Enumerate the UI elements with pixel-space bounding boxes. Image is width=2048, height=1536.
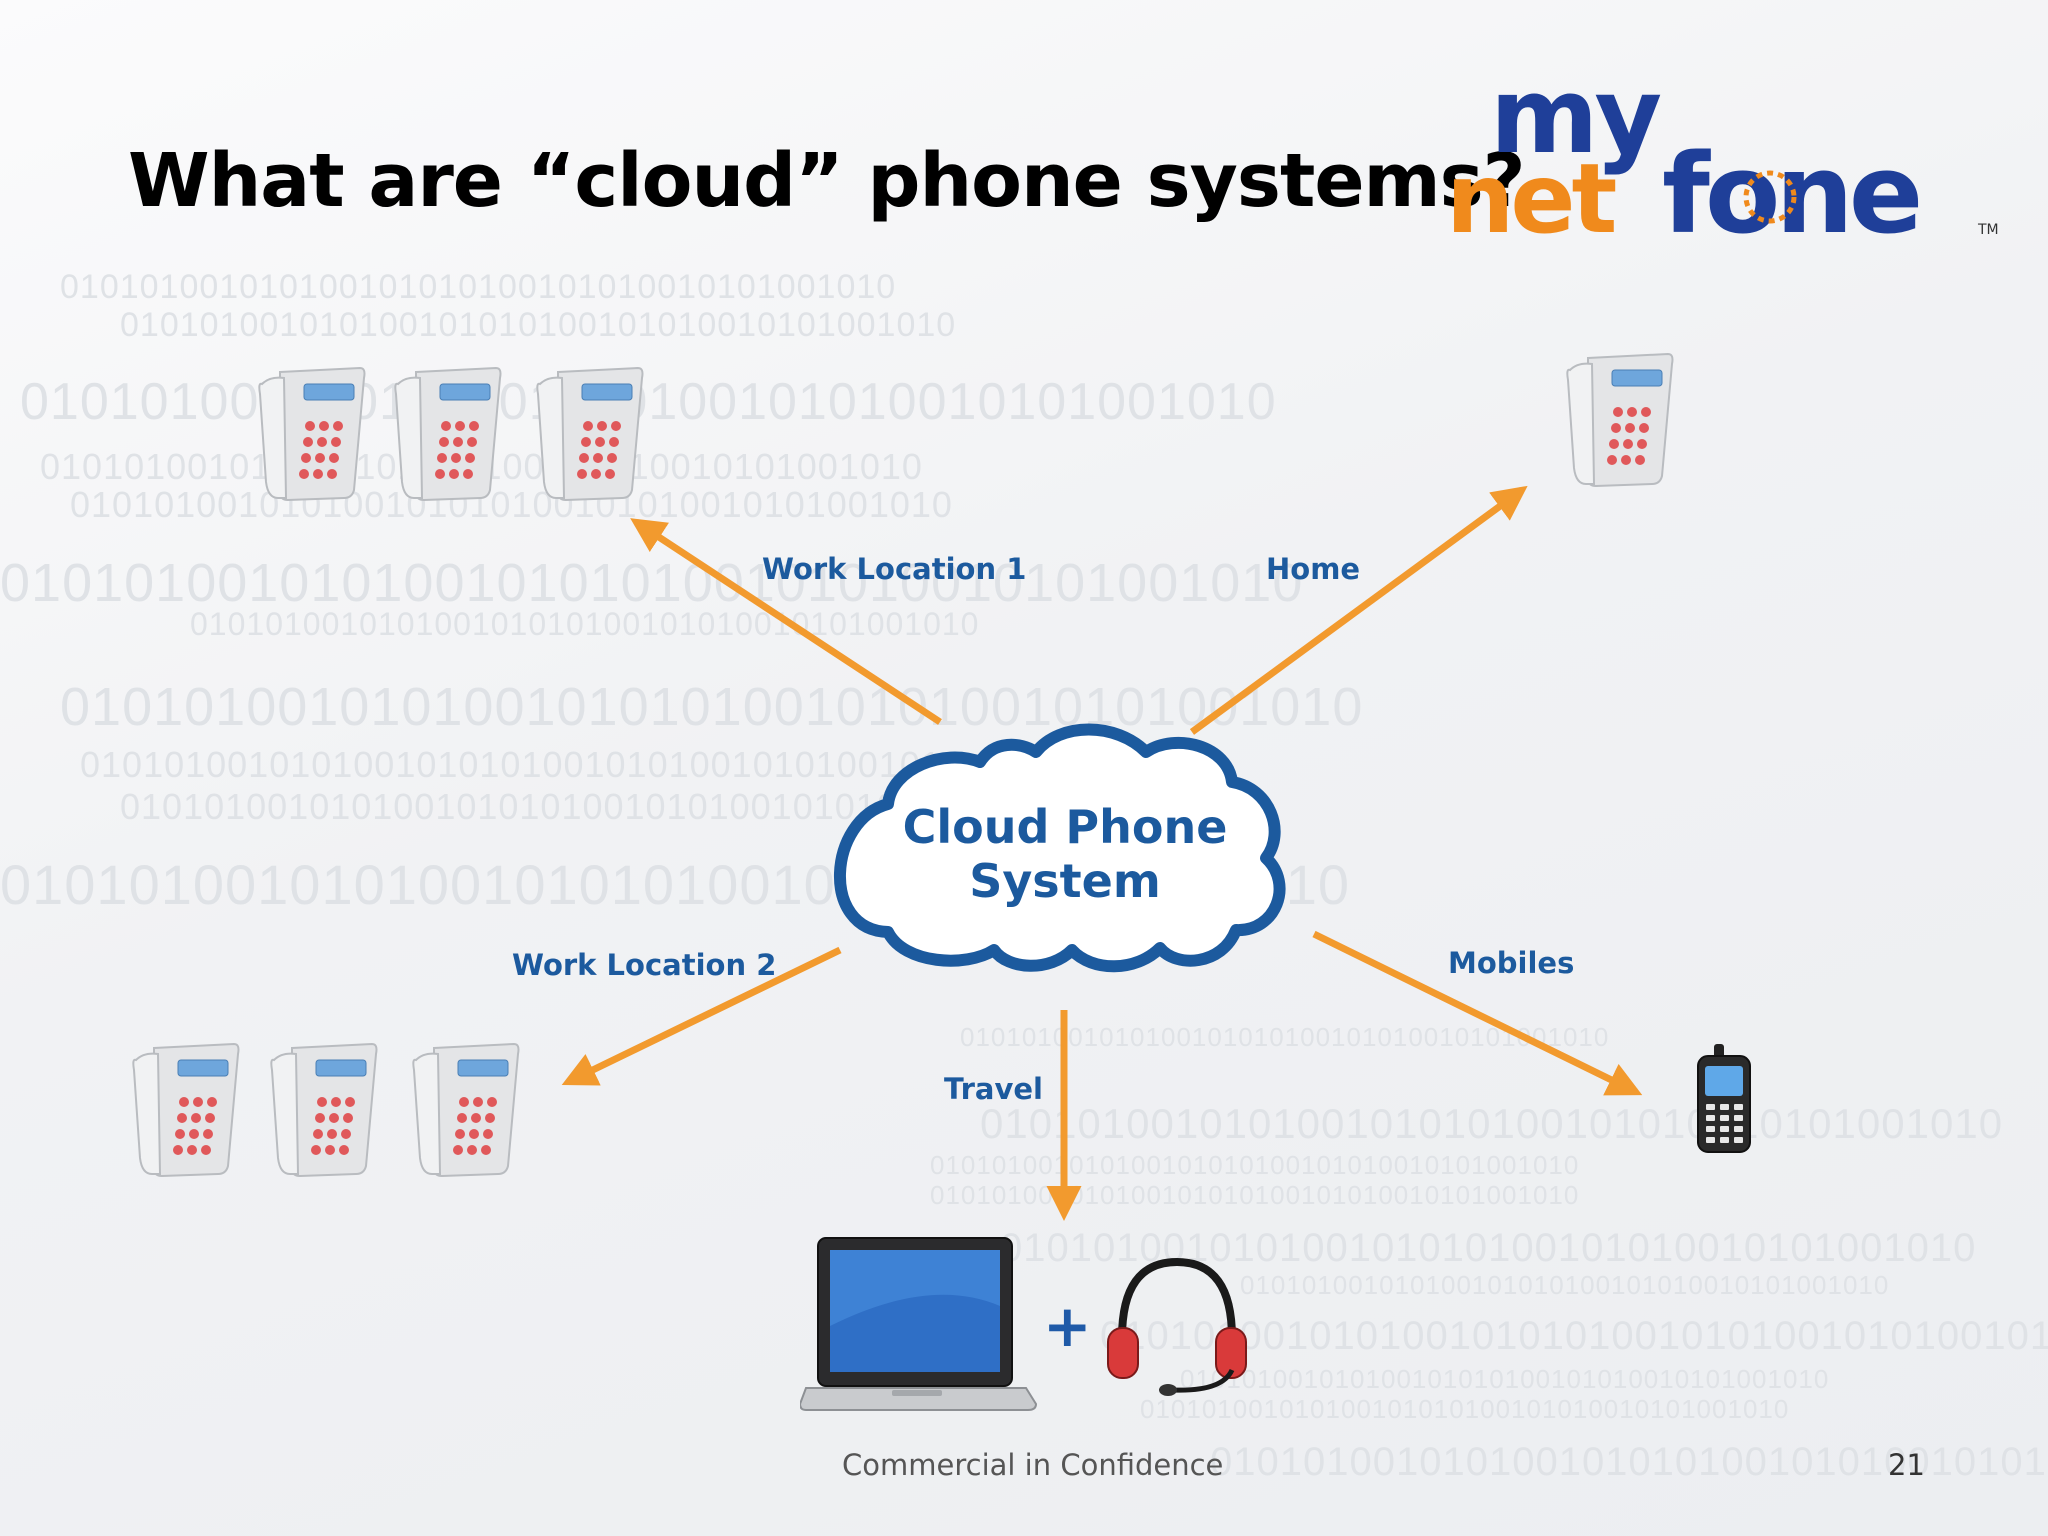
cloud-icon [834,723,1286,973]
cloud-phone-system-label: Cloud Phone System [880,800,1250,908]
binary-watermark: 0101010010101001010101001010100101010010… [80,744,963,785]
page-number: 21 [1888,1448,1925,1482]
arrow-to-mobiles [1312,930,1643,1096]
arrow-to-work-location-1 [630,518,942,725]
label-work-location-1: Work Location 1 [762,552,1027,586]
laptop-icon [800,1237,1038,1411]
label-mobiles: Mobiles [1448,946,1575,980]
desk-phone-icon [394,366,502,502]
binary-watermark: 0101010010101001010101001010100101010010… [1210,1440,2048,1484]
desk-phone-icon [270,1042,378,1178]
desk-phone-icon [132,1042,240,1178]
footer-confidentiality: Commercial in Confidence [842,1448,1224,1482]
binary-watermark: 0101010010101001010101001010100101010010… [70,484,953,525]
mobile-phone-icon [1697,1044,1751,1153]
mynetfone-logo: my net fone TM [1446,62,1999,258]
cloud-label-line2: System [969,854,1161,908]
arrow-to-work-location-2 [561,946,842,1086]
logo-rotary-dial-icon [1743,170,1797,224]
binary-watermark: 0101010010101001010101001010100101010010… [60,677,1364,737]
binary-watermark: 0101010010101001010101001010100101010010… [1240,1270,1890,1300]
desk-phone-icon [536,366,644,502]
plus-sign: + [1043,1292,1092,1360]
logo-trademark: TM [1977,222,1999,238]
binary-watermark: 0101010010101001010101001010100101010010… [930,1150,1580,1180]
logo-text-my: my [1490,62,1660,177]
label-work-location-2: Work Location 2 [512,948,777,982]
logo-text-net: net [1446,143,1615,255]
binary-watermark: 0101010010101001010101001010100101010010… [20,373,1277,431]
desk-phone-icon [258,366,366,502]
binary-watermark: 0101010010101001010101001010100101010010… [0,553,1304,613]
headset-icon [1107,1257,1247,1396]
binary-watermark: 0101010010101001010101001010100101010010… [120,306,957,344]
desk-phone-icon [1566,352,1674,488]
desk-phone-icon [412,1042,520,1178]
label-travel: Travel [944,1072,1043,1106]
binary-watermark: 0101010010101001010101001010100101010010… [1180,1364,1830,1394]
binary-watermark: 0101010010101001010101001010100101010010… [1100,1314,2048,1358]
binary-watermark: 0101010010101001010101001010100101010010… [1140,1394,1790,1424]
cloud-label-line1: Cloud Phone [902,800,1228,854]
slide-title: What are “cloud” phone systems? [128,138,1526,224]
binary-watermark: 0101010010101001010101001010100101010010… [190,606,980,642]
binary-watermark: 0101010010101001010101001010100101010010… [60,268,897,306]
label-home: Home [1266,552,1361,586]
binary-watermark: 0101010010101001010101001010100101010010… [980,1100,2004,1147]
binary-watermark: 0101010010101001010101001010100101010010… [930,1180,1580,1210]
arrow-to-home [1189,485,1528,735]
